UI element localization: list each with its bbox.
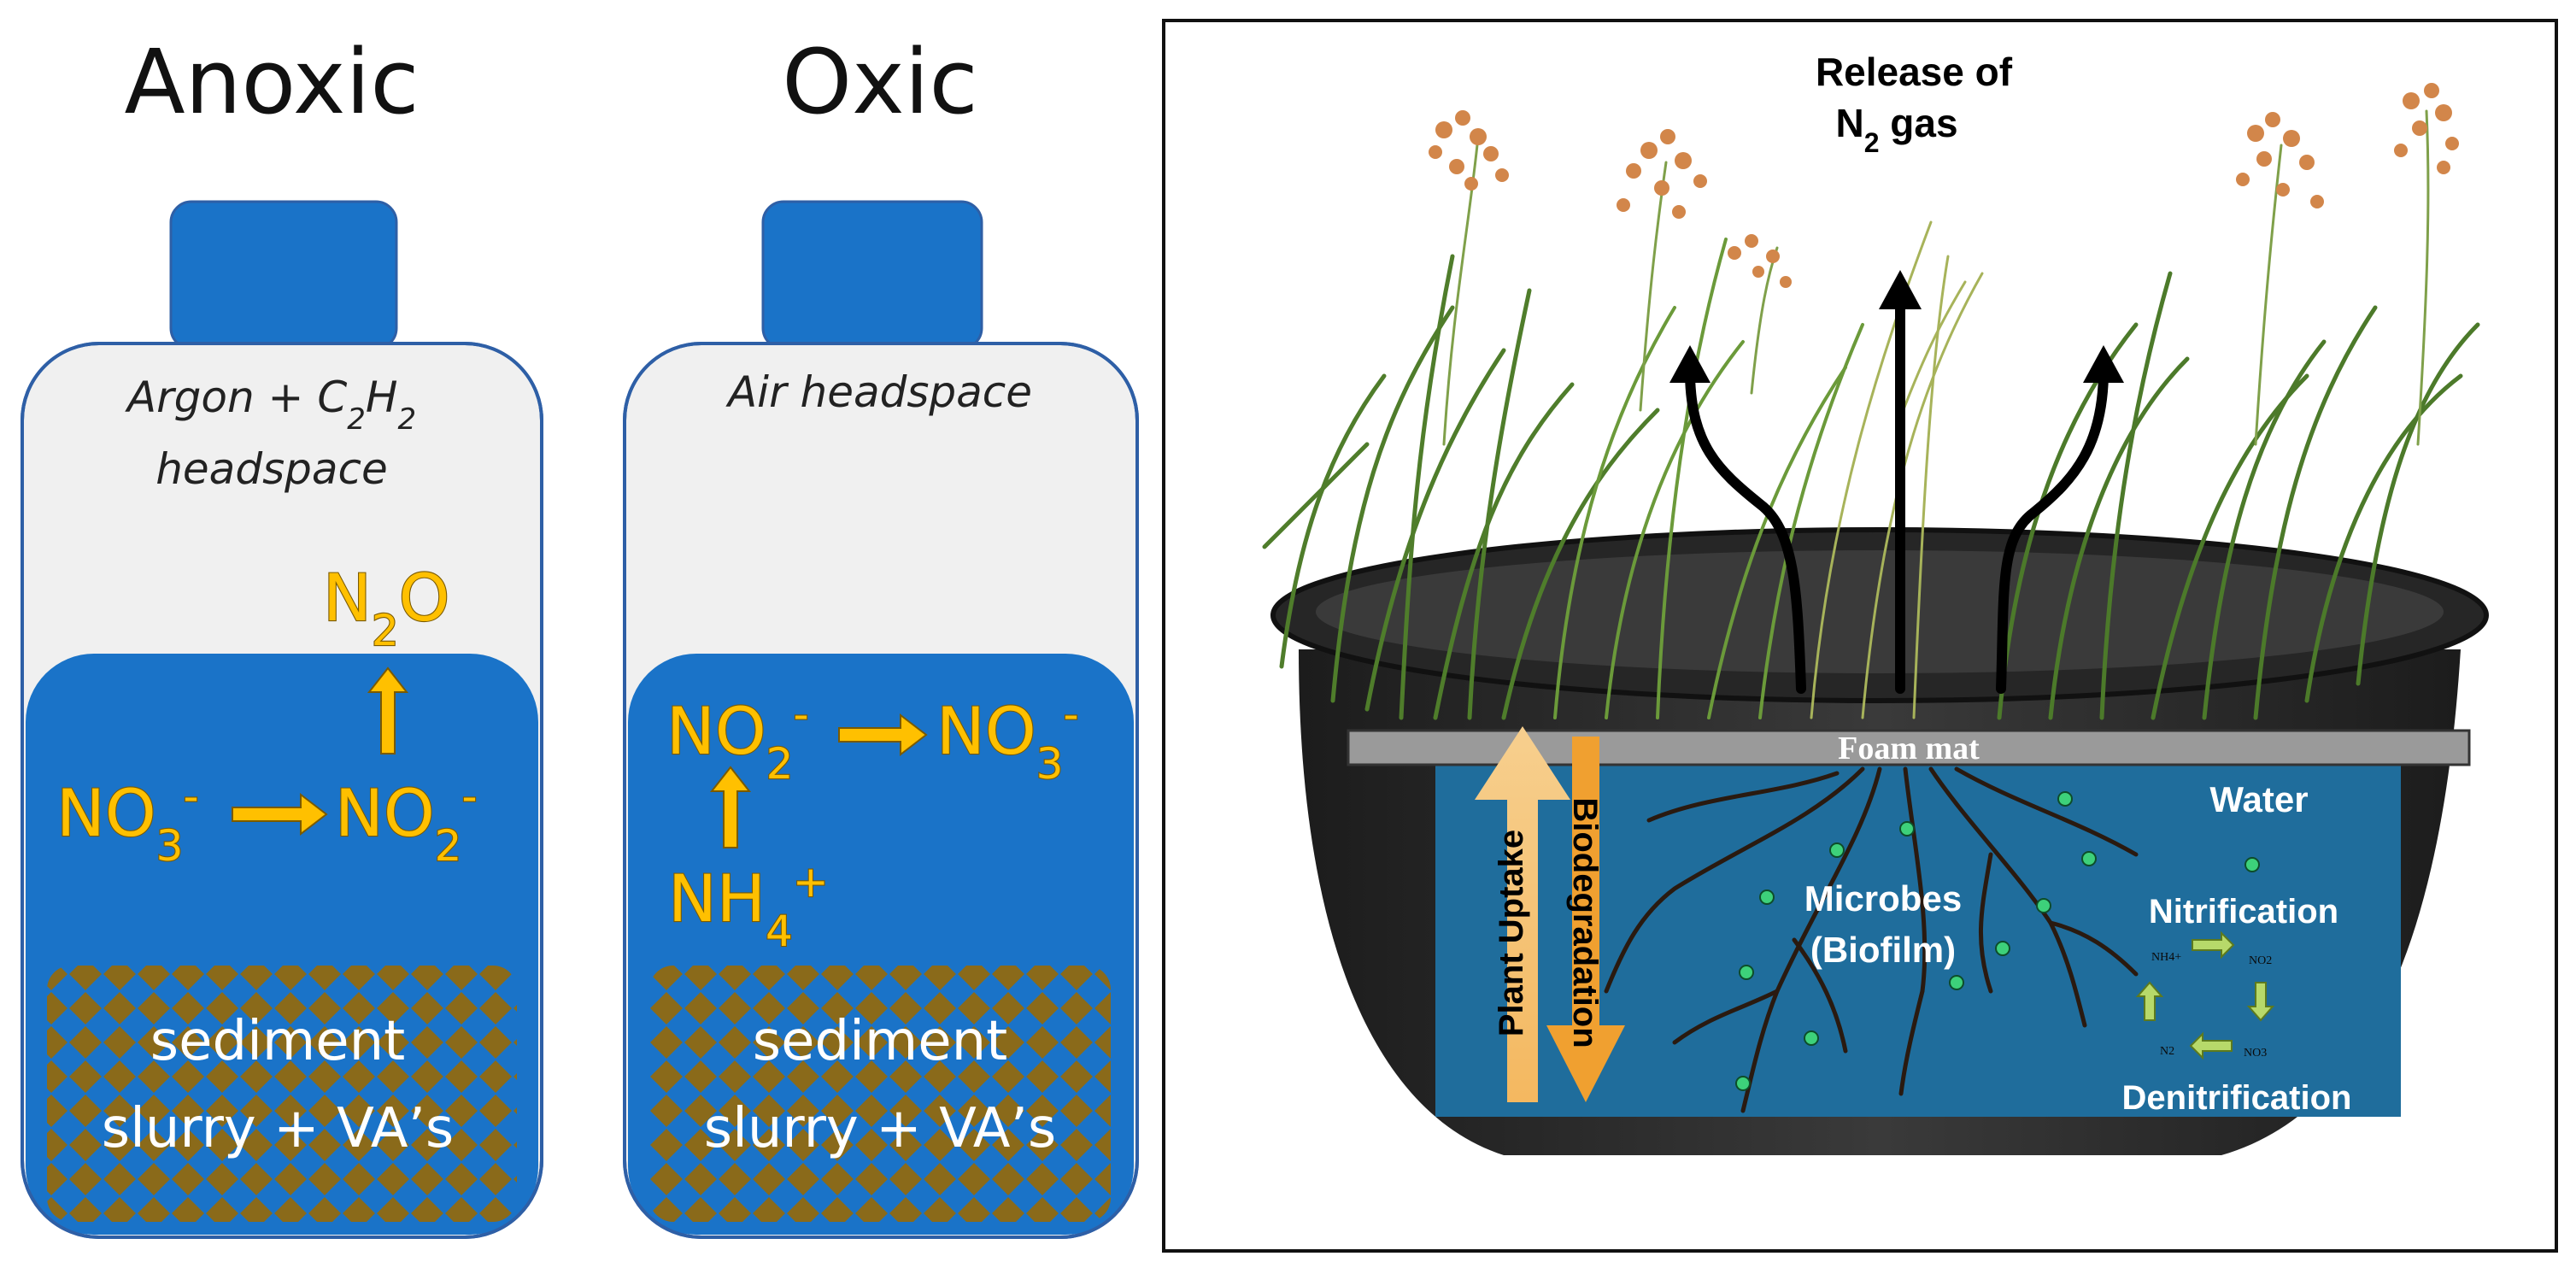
cycle-no3-label: NO3	[2244, 1047, 2267, 1060]
anoxic-sediment-label: sediment	[150, 1010, 406, 1073]
microbes-label-line2: (Biofilm)	[1810, 930, 1956, 970]
cycle-arrow-nh4-no2	[2192, 930, 2235, 960]
cycle-nh4-label: NH4+	[2151, 951, 2181, 964]
oxic-no3-label: NO3-	[936, 690, 1079, 789]
oxic-bottle: Oxic Air headspace NO2- NO3- NH4+ sedime…	[623, 30, 1139, 1239]
plant-roots	[1604, 766, 2139, 1113]
foam-mat-label: Foam mat	[1838, 731, 1980, 766]
oxic-title: Oxic	[782, 30, 977, 134]
up-arrow-no2-to-n2o	[367, 666, 409, 754]
oxic-sediment-label: sediment	[753, 1010, 1008, 1073]
anoxic-sediment	[47, 966, 517, 1222]
anoxic-sediment-label-line2: slurry + VA’s	[102, 1097, 455, 1160]
oxic-sediment-label-line2: slurry + VA’s	[704, 1097, 1057, 1160]
biodegradation-arrow	[1546, 737, 1625, 1102]
cycle-n2-label: N2	[2160, 1045, 2174, 1058]
right-arrow-no3-to-no2	[232, 792, 328, 837]
anoxic-no3-label: NO3-	[56, 772, 199, 871]
cycle-arrow-no2-no3	[2246, 982, 2275, 1022]
wetland-plants	[1262, 83, 2480, 720]
anoxic-no2-label: NO2-	[335, 772, 478, 871]
release-label-line2: N2 gas	[1835, 101, 1957, 158]
denitrification-label: Denitrification	[2122, 1079, 2352, 1117]
up-arrow-nh4-to-no2	[709, 766, 752, 848]
n2-release-arrows	[1685, 299, 2109, 694]
cycle-arrow-no3-n2	[2189, 1031, 2233, 1060]
right-arrow-no2-to-no3	[838, 713, 928, 757]
anoxic-bottle-cap	[169, 200, 398, 350]
microbes-label: Microbes	[1804, 878, 1962, 919]
anoxic-headspace-label-line2: headspace	[155, 444, 388, 494]
anoxic-bottle: Anoxic Argon + C2H2 headspace N2O NO3- N…	[21, 30, 543, 1239]
release-label: Release of	[1816, 50, 2013, 94]
anoxic-headspace-label: Argon + C2H2	[125, 373, 416, 437]
floating-wetland-panel: Release of N2 gas Foam mat	[1162, 19, 2558, 1253]
oxic-sediment	[649, 966, 1111, 1222]
arrow-heads	[1669, 270, 2124, 383]
n2o-label: N2O	[323, 560, 450, 655]
cycle-no2-label: NO2	[2249, 954, 2272, 967]
biodegradation-label: Biodegradation	[1566, 797, 1604, 1048]
cycle-arrow-n2-nh4	[2135, 981, 2164, 1021]
anoxic-title: Anoxic	[124, 30, 419, 134]
nitrification-label: Nitrification	[2149, 893, 2338, 930]
oxic-headspace-label: Air headspace	[725, 367, 1032, 417]
oxic-no2-label: NO2-	[666, 690, 809, 789]
microbe-dots	[1735, 791, 2260, 1091]
plant-uptake-label: Plant Uptake	[1493, 830, 1530, 1036]
nitrogen-cycle: NH4+ NO2 N2 NO3	[2135, 930, 2275, 1060]
oxic-bottle-cap	[761, 200, 983, 350]
nh4-label: NH4+	[668, 857, 829, 956]
water-label: Water	[2209, 779, 2308, 819]
plant-uptake-arrow	[1475, 726, 1570, 1102]
